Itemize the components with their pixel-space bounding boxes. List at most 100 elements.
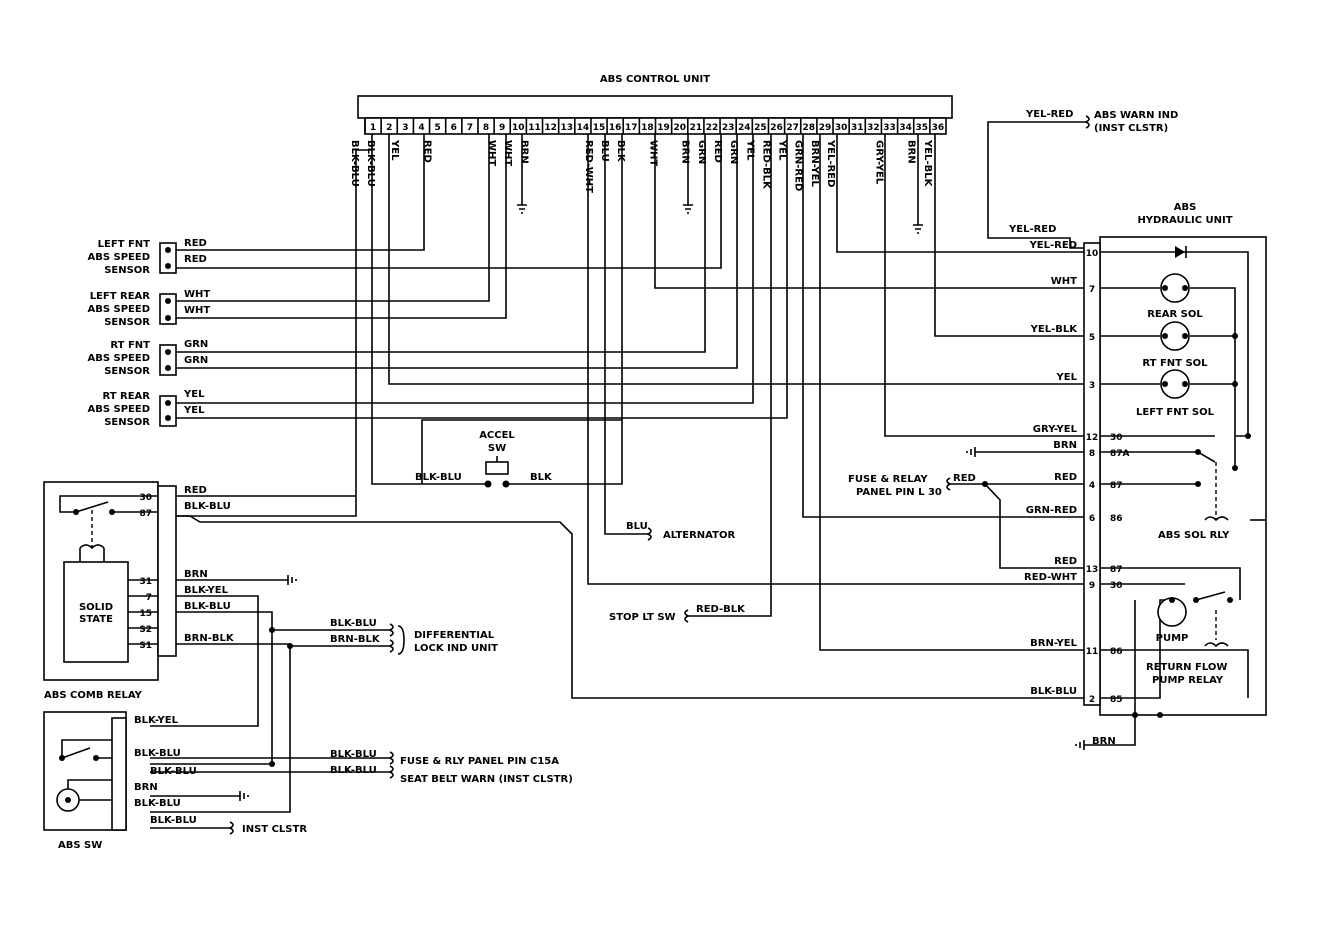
differential-lock-ind: BLK-BLU BRN-BLK DIFFERENTIAL LOCK IND UN… [330, 618, 498, 655]
comb-relay-connector [157, 485, 177, 657]
accel-sw-body [485, 461, 509, 475]
wire-color-label: GRN-RED [793, 140, 804, 191]
warn-ind-label-2: (INST CLSTR) [1094, 123, 1168, 134]
abs-sw-destinations: BLK-BLU BLK-BLU FUSE & RLY PANEL PIN C15… [228, 749, 573, 835]
junction-dot [1232, 381, 1238, 387]
solenoid-icon [1160, 369, 1190, 399]
control-unit-title: ABS CONTROL UNIT [600, 74, 710, 85]
rt-fnt-sol-label: RT FNT SOL [1142, 358, 1208, 369]
accel-sw-label: ACCEL [479, 430, 515, 441]
wire-label: RED [184, 485, 207, 496]
control-unit-pin: 15 [593, 123, 606, 133]
connector-arrow-icon [388, 639, 394, 653]
wire-label: BRN [1092, 736, 1116, 747]
junction-dot [982, 481, 988, 487]
wire-label: RED-WHT [1024, 572, 1077, 583]
control-unit-pin: 12 [544, 123, 557, 133]
relay-contact [1227, 597, 1233, 603]
fuse-relay-label: FUSE & RELAY [848, 474, 928, 485]
wire-label: RED [1054, 556, 1077, 567]
wire-color-label: BRN-YEL [809, 140, 820, 187]
solid-state-label: SOLID [79, 602, 113, 613]
sensor-line3: SENSOR [104, 265, 150, 276]
control-unit-pin: 19 [657, 123, 670, 133]
relay-switch [1195, 591, 1226, 601]
junction-dot [269, 761, 275, 767]
abs-sw-label: ABS SW [58, 840, 102, 851]
ground-icon [1075, 740, 1085, 750]
wire-label: BLK-BLU [184, 601, 231, 612]
relay-switch [75, 501, 109, 513]
control-unit-pin: 24 [738, 123, 751, 133]
relay-terminal: 30 [1110, 581, 1123, 591]
alternator-connection: BLU ALTERNATOR [626, 521, 735, 541]
wire-label: BLK-BLU [1030, 686, 1077, 697]
wire-label: BRN [134, 782, 158, 793]
wire-label: BRN [184, 569, 208, 580]
control-unit-pin: 23 [722, 123, 735, 133]
wire-color-label: YEL-BLK [922, 139, 933, 188]
sensor-pin [165, 365, 171, 371]
wire-color-label: WHT [486, 140, 497, 166]
control-unit-pin: 10 [512, 123, 525, 133]
wire-label: YEL-RED [1008, 224, 1056, 235]
control-unit-pin: 25 [754, 123, 767, 133]
wire-label: WHT [1051, 276, 1077, 287]
wire-color-label: BRN [906, 140, 917, 164]
wire-label: BLK-BLU [150, 766, 197, 777]
hydraulic-pin: 3 [1089, 381, 1095, 391]
relay-terminal: 87 [1110, 565, 1123, 575]
sensor-line3: SENSOR [104, 366, 150, 377]
speed-sensors: LEFT FNT ABS SPEED SENSOR RED RED LEFT R… [87, 238, 210, 428]
left-fnt-sol-label: LEFT FNT SOL [1136, 407, 1215, 418]
ground-icon [913, 224, 923, 234]
wire-label: BLK-BLU [330, 618, 377, 629]
solid-state-label-2: STATE [79, 614, 113, 625]
relay-contact [1195, 481, 1201, 487]
control-unit-pin: 16 [609, 123, 622, 133]
wire-label: BRN [1053, 440, 1077, 451]
wire-label: BLK-BLU [150, 815, 197, 826]
relay-contact [1195, 449, 1201, 455]
return-flow-label-2: PUMP RELAY [1152, 675, 1224, 686]
control-unit-pin: 28 [803, 123, 816, 133]
control-unit-pin: 2 [386, 123, 392, 133]
diode-icon [1175, 246, 1187, 258]
return-flow-label: RETURN FLOW [1146, 662, 1227, 673]
control-unit-pin: 18 [641, 123, 654, 133]
wire-label: BRN-BLK [330, 634, 381, 645]
control-unit-pin: 32 [867, 123, 880, 133]
hydraulic-pin: 2 [1089, 695, 1095, 705]
relay-terminal: 87 [1110, 481, 1123, 491]
wire-color-label: WHT [502, 140, 513, 166]
connector-arrow-icon [228, 821, 234, 835]
hydraulic-pin: 6 [1089, 514, 1095, 524]
indicator-lamp-icon [56, 788, 80, 812]
wire-label: WHT [184, 305, 210, 316]
sensor-pin [165, 247, 171, 253]
wire-color-label: YEL-RED [825, 139, 836, 187]
wire-label: YEL [183, 389, 205, 400]
pump-label: PUMP [1156, 633, 1189, 644]
wire-label: YEL [183, 405, 205, 416]
wire-label: GRN [184, 355, 208, 366]
control-unit-pin: 36 [932, 123, 945, 133]
ground-icon [517, 204, 527, 214]
ground-icon [239, 791, 249, 801]
ground-symbols [239, 204, 1085, 801]
connector-arrow-icon [388, 751, 394, 765]
wire-label: BLK-BLU [134, 748, 181, 759]
wire-color-label: GRY-YEL [873, 140, 884, 185]
junction-dot [287, 643, 293, 649]
comb-relay-pin: S1 [139, 641, 152, 651]
relay-coil-icon [1204, 642, 1229, 648]
switch-leads [61, 739, 112, 759]
wire-color-label: GRN [728, 140, 739, 164]
sensor-connector [159, 344, 177, 376]
hydraulic-unit-connector [1083, 242, 1101, 706]
